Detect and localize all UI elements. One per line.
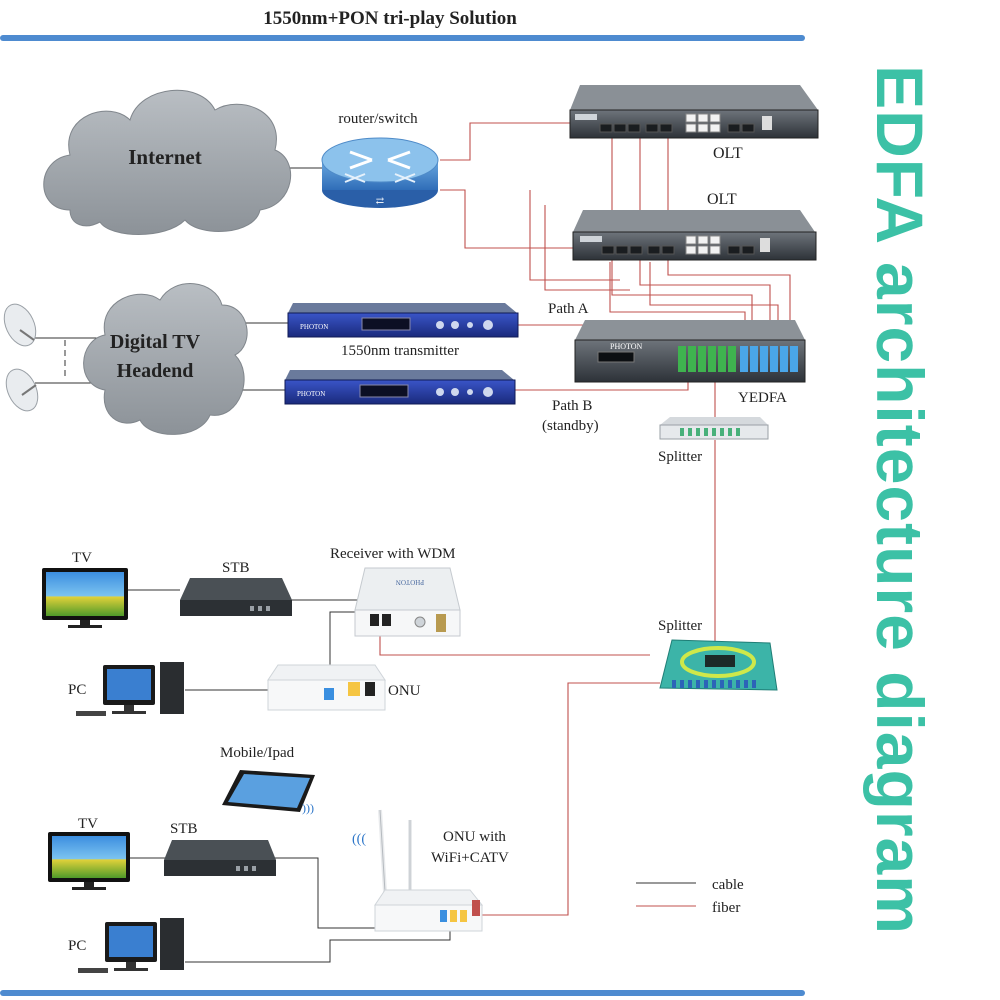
legend: cable fiber <box>636 877 744 916</box>
internet-label: Internet <box>128 145 201 169</box>
side-title-container: EDFA architecture diagram <box>855 60 945 940</box>
yedfa-label: YEDFA <box>738 390 787 406</box>
cable-pc2-onuwifi <box>185 918 451 963</box>
onu-wifi-catv: ((( ONU with WiFi+CATV <box>352 809 509 932</box>
fiber-splitter2-receiver <box>379 628 650 656</box>
router-switch: router/switch ⇄ <box>321 111 439 208</box>
fiber-router-olt2 <box>440 189 573 249</box>
transmitter-label: 1550nm transmitter <box>341 343 459 359</box>
path-b-label-2: (standby) <box>542 418 599 434</box>
satellite-dish-2 <box>5 368 39 412</box>
stb2-label: STB <box>170 821 198 837</box>
pc-1: PC <box>68 662 184 716</box>
fiber-olt1-yedfa-c <box>667 138 791 345</box>
fiber-internal-2 <box>544 205 630 291</box>
side-title: EDFA architecture diagram <box>863 65 937 935</box>
yedfa-ports <box>678 346 798 372</box>
wifi-icon-mobile: ))) <box>302 801 314 815</box>
page-title: 1550nm+PON tri-play Solution <box>263 8 517 29</box>
tx2-brand: PHOTON <box>297 390 325 398</box>
headend-cloud: Digital TV Headend <box>83 283 248 435</box>
olt1-label: OLT <box>713 145 743 162</box>
pc-2: PC <box>68 918 184 973</box>
internet-cloud: Internet <box>43 89 291 235</box>
splitter-rack: Splitter <box>658 417 769 465</box>
fiber-lines <box>379 122 791 916</box>
path-a-label: Path A <box>548 301 589 317</box>
tv-1: TV <box>42 550 128 628</box>
transmitter-1: PHOTON <box>287 303 519 338</box>
legend-cable-label: cable <box>712 877 744 893</box>
header-rule <box>0 35 805 41</box>
fiber-splitter2-onuwifi <box>478 682 660 916</box>
satellite-dish-1 <box>3 303 37 347</box>
yedfa-brand: PHOTON <box>610 342 643 351</box>
stb-1: STB <box>180 560 292 616</box>
headend-label-1: Digital TV <box>110 331 201 353</box>
onu-wifi-label-2: WiFi+CATV <box>431 850 509 866</box>
olt-1: OLT <box>569 85 819 162</box>
onu-label: ONU <box>388 683 421 699</box>
receiver-brand: PHOTON <box>396 578 424 586</box>
router-arrow-icon: ⇄ <box>376 196 385 207</box>
yedfa-amplifier: PHOTON YEDFA <box>574 320 806 406</box>
splitter1-label: Splitter <box>658 449 702 465</box>
mobile-ipad: Mobile/Ipad ))) <box>220 745 315 815</box>
headend-label-2: Headend <box>117 360 194 382</box>
olt2-label: OLT <box>707 191 737 208</box>
receiver-label: Receiver with WDM <box>330 546 456 562</box>
mobile-label: Mobile/Ipad <box>220 745 295 761</box>
fiber-router-olt1 <box>440 122 570 161</box>
tv1-label: TV <box>72 550 92 566</box>
onu-wifi-label-1: ONU with <box>443 829 506 845</box>
router-label: router/switch <box>338 111 418 127</box>
tx1-brand: PHOTON <box>300 323 328 331</box>
legend-fiber-label: fiber <box>712 900 740 916</box>
path-b-label-1: Path B <box>552 398 592 414</box>
transmitter-2: PHOTON <box>284 370 516 405</box>
receiver-wdm: Receiver with WDM PHOTON <box>330 546 461 637</box>
wifi-icon-onu: ((( <box>352 832 366 847</box>
olt-2: OLT <box>572 191 817 261</box>
pc2-label: PC <box>68 938 86 954</box>
onu: ONU <box>267 664 421 711</box>
pc1-label: PC <box>68 682 86 698</box>
tv2-label: TV <box>78 816 98 832</box>
fiber-internal-1 <box>529 190 620 281</box>
fiber-path-b <box>512 380 689 391</box>
footer-rule <box>0 990 805 996</box>
stb1-label: STB <box>222 560 250 576</box>
stb-2: STB <box>164 821 276 876</box>
splitter2-label: Splitter <box>658 618 702 634</box>
tv-2: TV <box>48 816 130 890</box>
splitter-tray: Splitter <box>658 618 778 691</box>
